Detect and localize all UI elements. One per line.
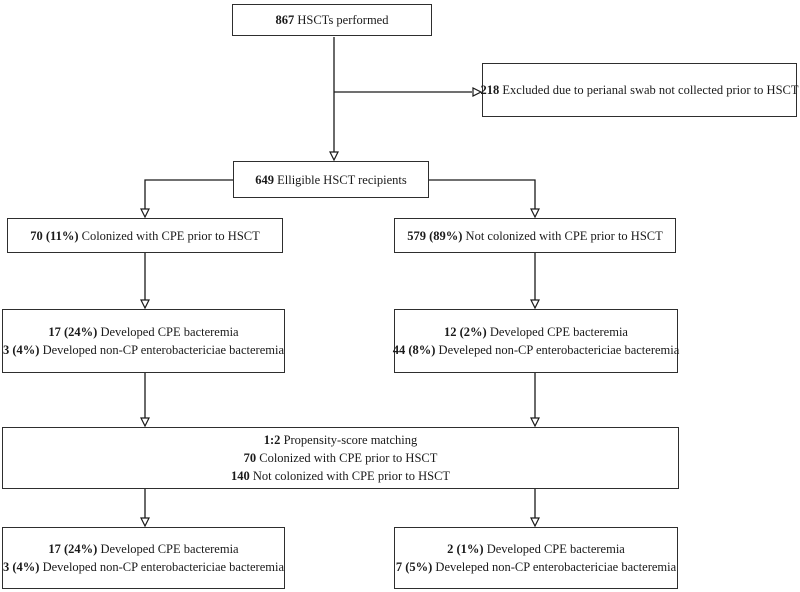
box-line: 12 (2%) Developed CPE bacteremia xyxy=(444,323,628,341)
arrowhead-down-matching-left xyxy=(140,417,150,428)
box-not-colonized-outcomes: 12 (2%) Developed CPE bacteremia 44 (8%)… xyxy=(393,309,680,373)
line-value: 3 (4%) xyxy=(3,343,40,357)
line-value: 70 xyxy=(243,451,257,465)
line-value: 70 (11%) xyxy=(30,228,79,243)
box-line: 17 (24%) Developed CPE bacteremia xyxy=(48,323,238,341)
box-line: 1:2 Propensity-score matching xyxy=(264,431,417,449)
box-colonized: 70 (11%) Colonized with CPE prior to HSC… xyxy=(7,218,283,253)
arrowhead-down-eligible xyxy=(329,151,339,162)
box-line: 867 HSCTs performed xyxy=(275,11,388,29)
arrowhead-down-outcomes-right xyxy=(530,299,540,310)
box-line: 649 Elligible HSCT recipients xyxy=(255,171,407,189)
box-line: 44 (8%) Develeped non-CP enterobacterici… xyxy=(393,341,680,359)
line-label: Propensity-score matching xyxy=(283,433,418,447)
line-label: Excluded due to perianal swab not collec… xyxy=(502,83,799,97)
box-line: 70 Colonized with CPE prior to HSCT xyxy=(244,449,438,467)
box-line: 7 (5%) Develeped non-CP enterobactericia… xyxy=(396,558,676,576)
box-excluded: 218 Excluded due to perianal swab not co… xyxy=(481,63,799,117)
line-value: 3 (4%) xyxy=(3,560,40,574)
arrowhead-down-matched-right xyxy=(530,517,540,528)
box-line: 3 (4%) Developed non-CP enterobactericia… xyxy=(3,341,284,359)
connector-eligible-to-colonized xyxy=(144,179,233,209)
line-label: Not colonized with CPE prior to HSCT xyxy=(252,469,451,483)
box-matched-colonized-outcomes: 17 (24%) Developed CPE bacteremia 3 (4%)… xyxy=(2,527,285,589)
line-label: Elligible HSCT recipients xyxy=(277,172,407,187)
line-label: Developed CPE bacteremia xyxy=(100,542,239,556)
box-line: 70 (11%) Colonized with CPE prior to HSC… xyxy=(30,227,260,245)
arrowhead-right-excluded xyxy=(472,87,483,97)
line-value: 1:2 xyxy=(263,433,281,447)
arrowhead-down-not-colonized xyxy=(530,208,540,219)
line-value: 7 (5%) xyxy=(395,560,433,574)
box-line: 579 (89%) Not colonized with CPE prior t… xyxy=(407,227,663,245)
connector-eligible-to-not-colonized xyxy=(429,179,536,209)
line-value: 649 xyxy=(255,172,274,187)
line-label: Developed non-CP enterobactericiae bacte… xyxy=(42,343,285,357)
line-label: Developed CPE bacteremia xyxy=(489,325,628,339)
box-line: 17 (24%) Developed CPE bacteremia xyxy=(48,540,238,558)
line-value: 218 xyxy=(480,83,500,97)
box-line: 3 (4%) Developed non-CP enterobactericia… xyxy=(3,558,284,576)
arrowhead-down-matched-left xyxy=(140,517,150,528)
box-matched-control-outcomes: 2 (1%) Developed CPE bacteremia 7 (5%) D… xyxy=(394,527,678,589)
line-value: 2 (1%) xyxy=(447,542,484,556)
box-line: 2 (1%) Developed CPE bacteremia xyxy=(447,540,625,558)
line-value: 44 (8%) xyxy=(392,343,436,357)
line-label: Colonized with CPE prior to HSCT xyxy=(259,451,438,465)
arrowhead-down-colonized xyxy=(140,208,150,219)
line-label: Developed non-CP enterobactericiae bacte… xyxy=(42,560,285,574)
arrowhead-down-matching-right xyxy=(530,417,540,428)
line-label: Colonized with CPE prior to HSCT xyxy=(81,228,260,243)
line-value: 17 (24%) xyxy=(48,325,98,339)
line-label: Not colonized with CPE prior to HSCT xyxy=(465,228,663,243)
line-value: 17 (24%) xyxy=(48,542,98,556)
box-colonized-outcomes: 17 (24%) Developed CPE bacteremia 3 (4%)… xyxy=(2,309,285,373)
box-line: 140 Not colonized with CPE prior to HSCT xyxy=(231,467,450,485)
box-not-colonized: 579 (89%) Not colonized with CPE prior t… xyxy=(394,218,676,253)
arrowhead-down-outcomes-left xyxy=(140,299,150,310)
line-label: Develeped non-CP enterobactericiae bacte… xyxy=(435,560,677,574)
line-label: HSCTs performed xyxy=(297,13,389,27)
line-value: 12 (2%) xyxy=(444,325,487,339)
line-label: Developed CPE bacteremia xyxy=(486,542,625,556)
box-hscts-performed: 867 HSCTs performed xyxy=(232,4,432,36)
line-label: Develeped non-CP enterobactericiae bacte… xyxy=(438,343,680,357)
box-eligible-recipients: 649 Elligible HSCT recipients xyxy=(233,161,429,198)
line-value: 867 xyxy=(275,13,295,27)
box-line: 218 Excluded due to perianal swab not co… xyxy=(481,81,799,99)
box-propensity-matching: 1:2 Propensity-score matching 70 Coloniz… xyxy=(2,427,679,489)
line-label: Developed CPE bacteremia xyxy=(100,325,239,339)
line-value: 579 (89%) xyxy=(407,228,463,243)
line-value: 140 xyxy=(230,469,250,483)
